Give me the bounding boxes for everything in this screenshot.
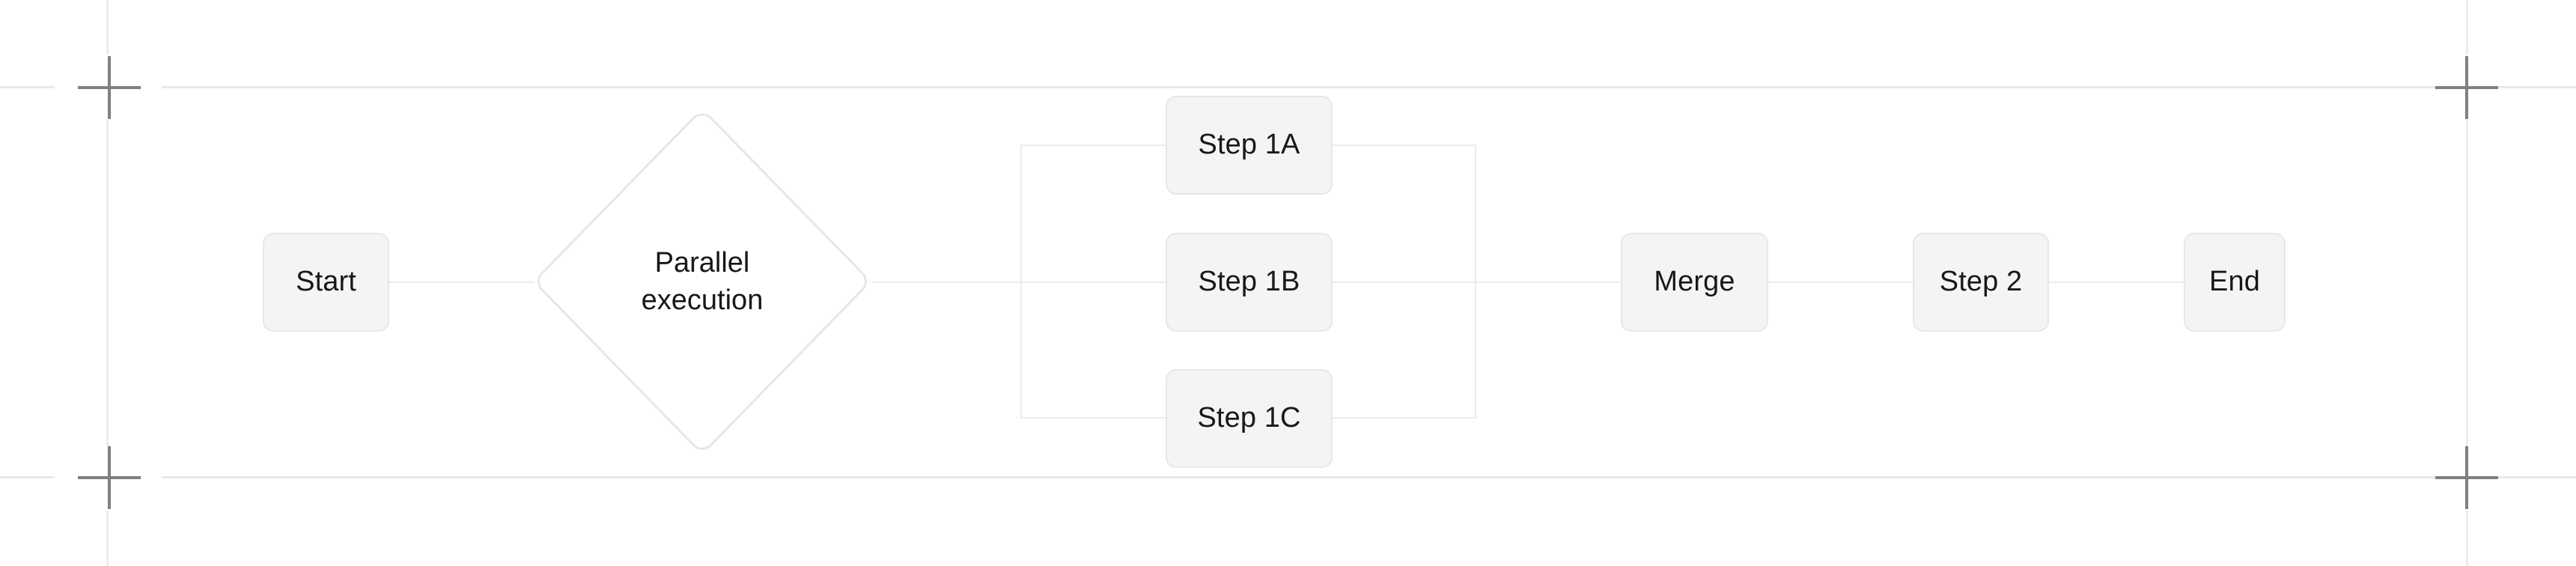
guide-line-bottom-right-segment <box>2498 476 2576 478</box>
edge-branch-to-step1c <box>1020 417 1167 419</box>
node-merge[interactable]: Merge <box>1621 233 1768 332</box>
edge-bracket-to-merge <box>1475 282 1622 283</box>
node-step-1b-label: Step 1B <box>1198 266 1300 298</box>
node-merge-label: Merge <box>1654 266 1735 298</box>
node-step-1a-label: Step 1A <box>1198 129 1300 161</box>
edge-step1b-to-merge-bracket <box>1333 282 1476 283</box>
node-step-1c-label: Step 1C <box>1197 402 1301 434</box>
node-start-label: Start <box>296 266 356 298</box>
guide-line-bottom-left-segment <box>0 476 55 478</box>
node-step-1c[interactable]: Step 1C <box>1166 369 1333 468</box>
diamond-shape-icon <box>538 113 867 450</box>
guide-line-top-left-segment <box>0 86 55 88</box>
edge-start-to-fork <box>389 282 535 283</box>
edge-branch-to-step1b <box>1020 282 1167 283</box>
guide-line-right-bottom-segment <box>2466 511 2468 566</box>
node-start[interactable]: Start <box>263 233 389 332</box>
edge-step2-to-end <box>2049 282 2184 283</box>
node-end[interactable]: End <box>2184 233 2286 332</box>
node-step-2-label: Step 2 <box>1939 266 2023 298</box>
crosshair-top-right[interactable] <box>2435 56 2498 119</box>
edge-merge-to-step2 <box>1768 282 1913 283</box>
guide-line-left-middle <box>106 120 109 446</box>
edge-step1c-to-merge-bracket <box>1333 417 1476 419</box>
node-end-label: End <box>2209 266 2260 298</box>
node-step-1a[interactable]: Step 1A <box>1166 96 1333 195</box>
guide-line-top-main <box>162 86 2435 88</box>
edge-fork-to-branch-bracket <box>871 282 1021 283</box>
crosshair-top-left[interactable] <box>78 56 141 119</box>
node-step-2[interactable]: Step 2 <box>1913 233 2049 332</box>
node-parallel-execution[interactable]: Parallel execution <box>533 109 871 454</box>
guide-line-right-middle <box>2466 120 2468 446</box>
node-step-1b[interactable]: Step 1B <box>1166 233 1333 332</box>
guide-line-left-bottom-segment <box>106 511 109 566</box>
guide-line-top-right-segment <box>2498 86 2576 88</box>
guide-line-right-top-segment <box>2466 0 2468 55</box>
crosshair-bottom-left[interactable] <box>78 446 141 509</box>
edge-merge-bracket-vertical <box>1475 144 1476 418</box>
edge-branch-to-step1a <box>1020 144 1167 146</box>
guide-line-left-top-segment <box>106 0 109 55</box>
edge-step1a-to-merge-bracket <box>1333 144 1476 146</box>
crosshair-bottom-right[interactable] <box>2435 446 2498 509</box>
guide-line-bottom-main <box>162 476 2435 478</box>
